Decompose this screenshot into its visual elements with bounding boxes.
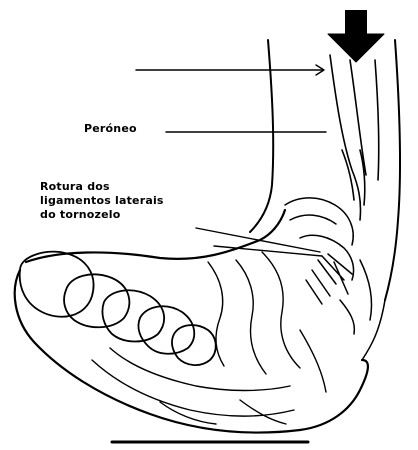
fibula-lines bbox=[330, 55, 379, 220]
foot-contours bbox=[92, 252, 326, 424]
label-line-2: ligamentos laterais bbox=[40, 194, 164, 208]
leader-lines bbox=[136, 65, 326, 256]
label-peroneo: Perónео bbox=[84, 122, 137, 136]
label-line-3: do tornozelo bbox=[40, 208, 164, 222]
ankle-ligaments bbox=[285, 198, 385, 360]
foot-outline bbox=[15, 210, 368, 442]
toes bbox=[20, 252, 216, 365]
down-arrow-icon bbox=[328, 10, 384, 62]
label-ligament-rupture: Rotura dos ligamentos laterais do tornoz… bbox=[40, 180, 164, 222]
label-line-1: Rotura dos bbox=[40, 180, 164, 194]
